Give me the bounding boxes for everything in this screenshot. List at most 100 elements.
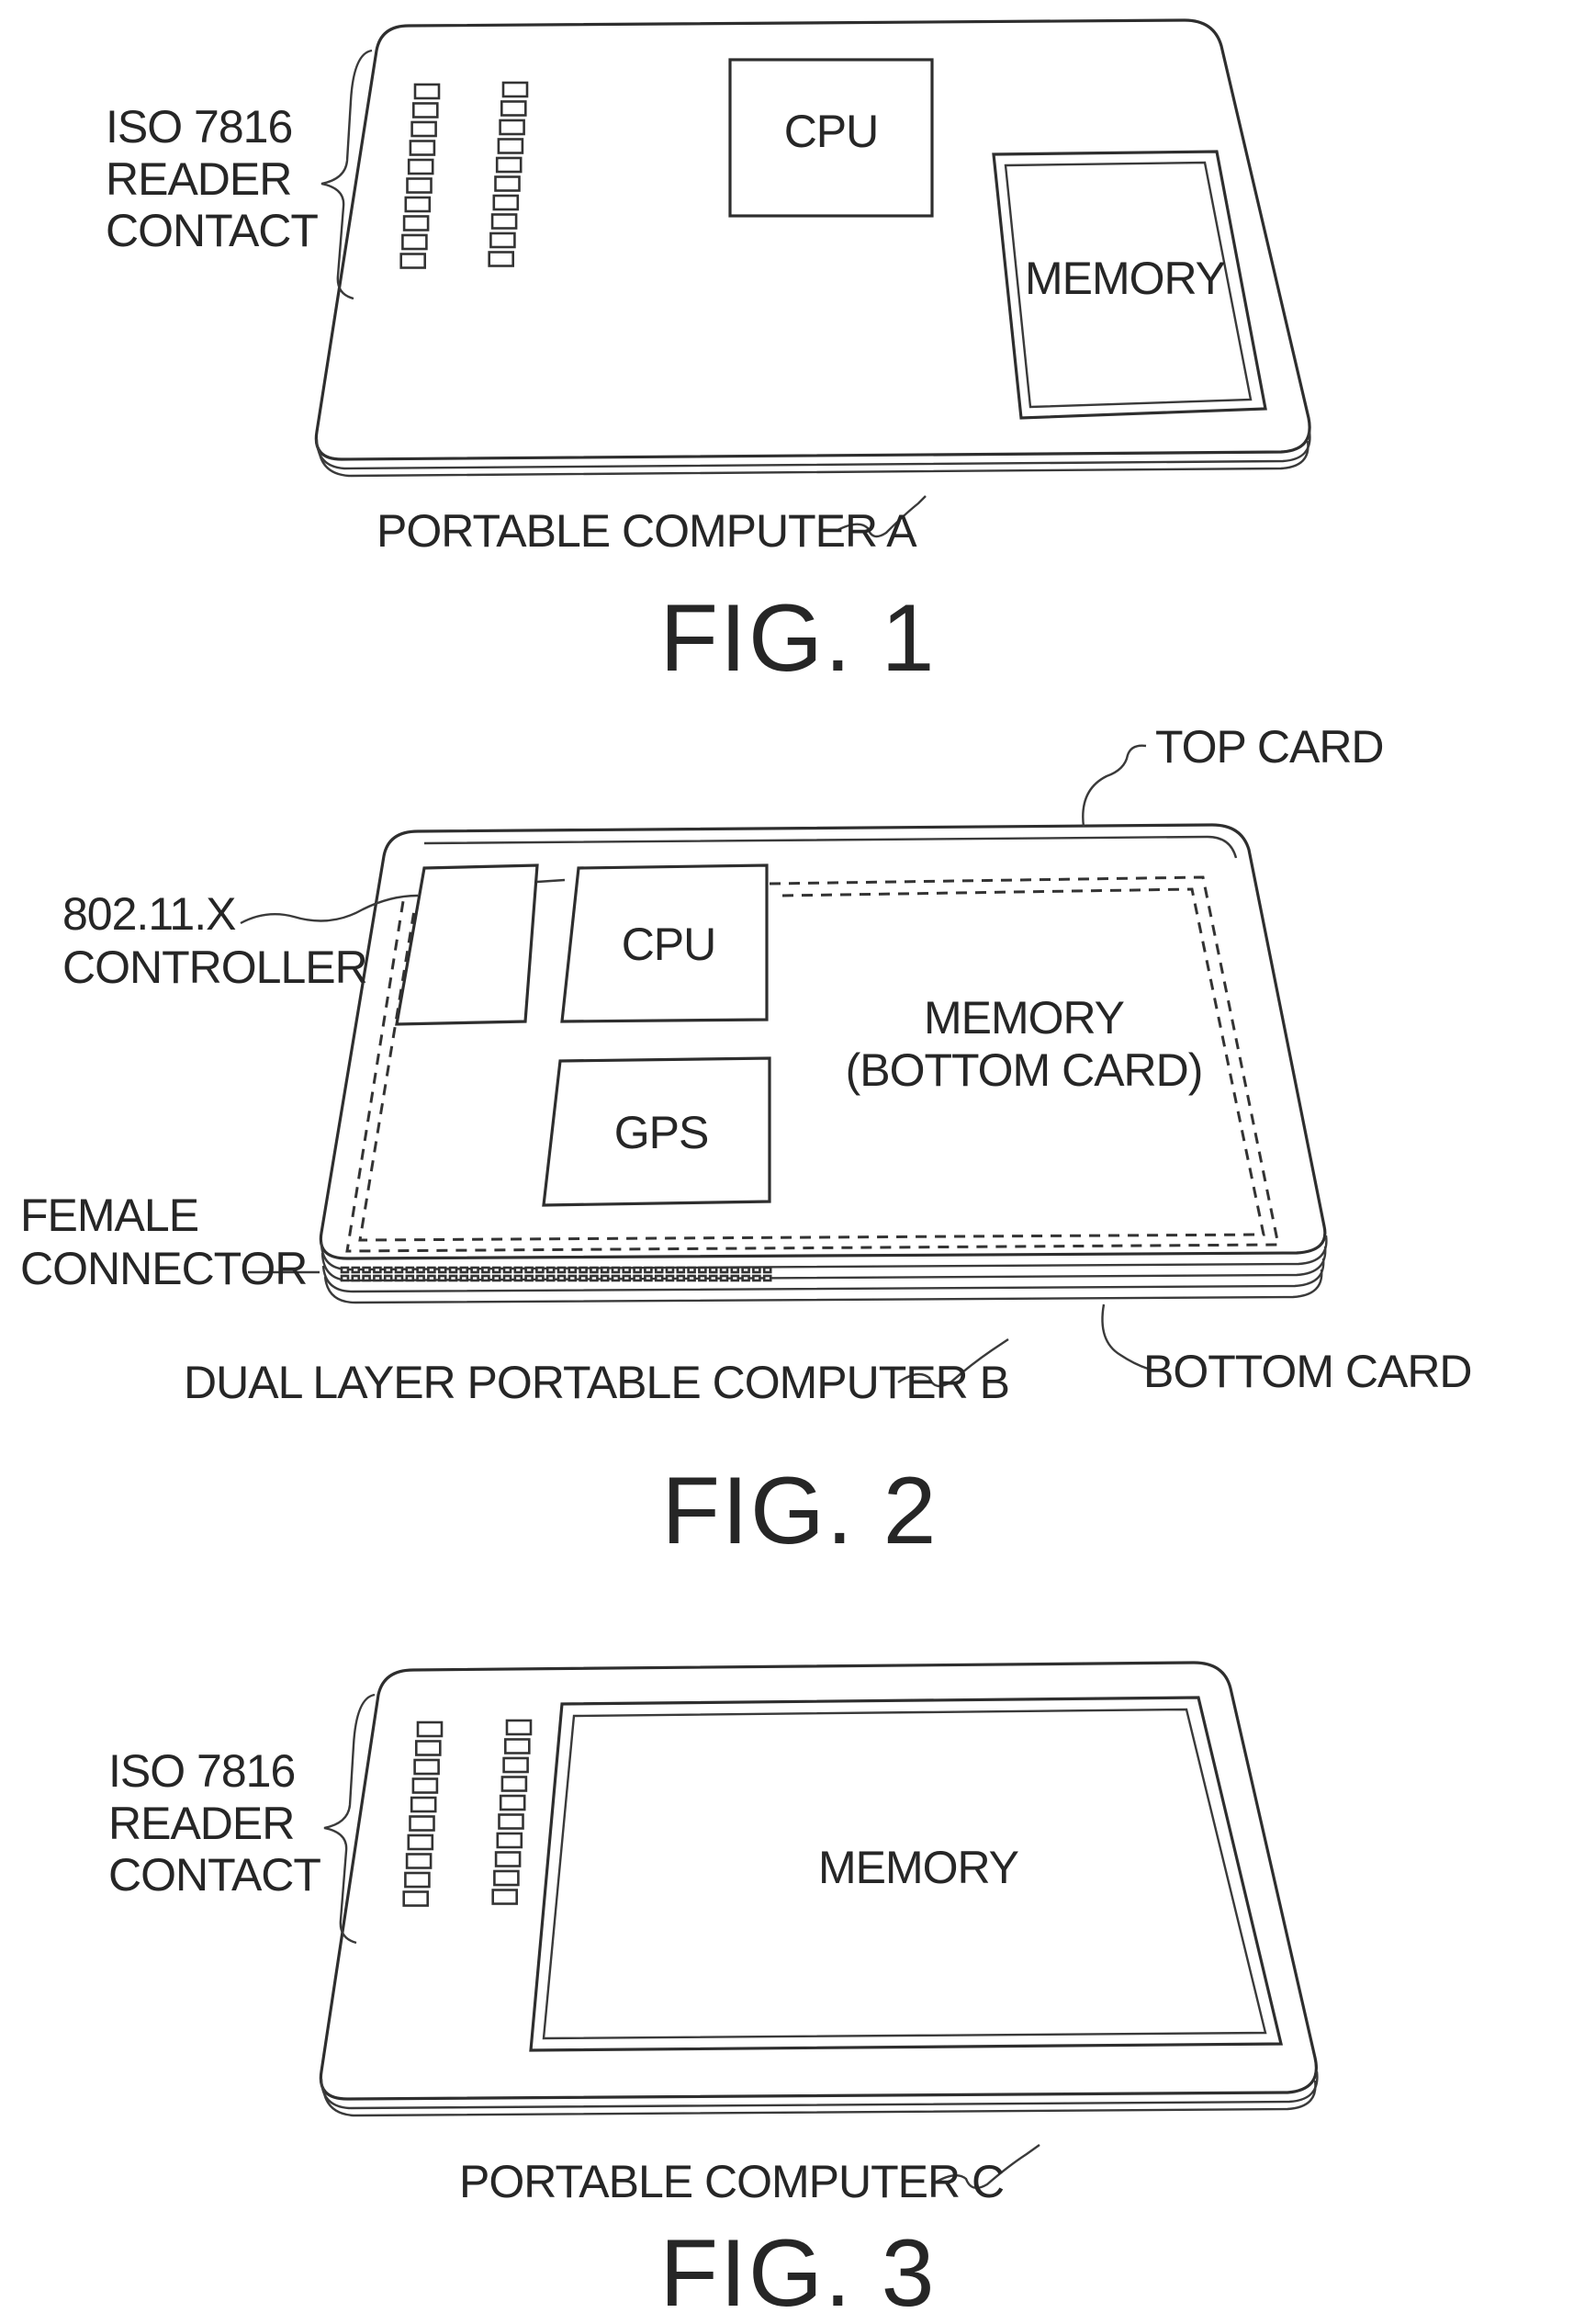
contact-pad	[412, 122, 436, 136]
memory-chip: MEMORY	[994, 152, 1265, 418]
contact-pads-right	[493, 1720, 531, 1904]
connector-pin	[645, 1268, 651, 1272]
connector-pin	[656, 1276, 662, 1280]
connector-pin	[699, 1268, 705, 1272]
top-card-label: TOP CARD	[1155, 721, 1384, 773]
connector-pin	[439, 1276, 445, 1280]
device-label: PORTABLE COMPUTER A	[377, 505, 917, 557]
connector-pin	[547, 1268, 554, 1272]
connector-pin	[450, 1276, 456, 1280]
connector-pin	[396, 1268, 402, 1272]
contact-pad	[402, 235, 426, 249]
connector-label-line-1: FEMALE	[20, 1190, 198, 1241]
contact-pad	[410, 1817, 434, 1831]
contact-pad	[503, 83, 527, 96]
connector-pin	[635, 1268, 641, 1272]
connector-pin	[504, 1276, 511, 1280]
connector-pin	[461, 1276, 467, 1280]
connector-pin	[580, 1268, 587, 1272]
contact-brace	[324, 1695, 375, 1943]
connector-pin	[547, 1276, 554, 1280]
memory-chip: MEMORY	[531, 1698, 1281, 2050]
connector-pin	[601, 1268, 608, 1272]
connector-pin	[710, 1268, 716, 1272]
contact-label-line-3: CONTACT	[106, 205, 318, 256]
contact-pad	[502, 1777, 526, 1791]
connector-pin	[374, 1276, 380, 1280]
contact-pad	[493, 1890, 517, 1904]
connector-pin	[590, 1276, 597, 1280]
contact-pad	[409, 160, 433, 174]
connector-pin	[385, 1268, 391, 1272]
connector-pin	[624, 1276, 630, 1280]
controller-label-line-2: CONTROLLER	[62, 942, 367, 993]
connector-pin	[353, 1268, 359, 1272]
connector-pin	[721, 1276, 727, 1280]
contact-pad	[496, 1853, 520, 1867]
connector-pin	[569, 1276, 576, 1280]
connector-pin	[613, 1276, 619, 1280]
connector-pin	[580, 1276, 587, 1280]
connector-pin	[590, 1268, 597, 1272]
connector-pin	[418, 1268, 424, 1272]
cpu-label: CPU	[622, 919, 716, 970]
contact-pad	[489, 253, 513, 266]
contact-pad	[409, 1835, 433, 1849]
figure-1: CPU MEMORY ISO 7816 READER CONTACT PORTA…	[106, 20, 1309, 692]
controller-leader	[241, 896, 418, 923]
controller-chip	[397, 865, 565, 1024]
card-a	[316, 20, 1309, 476]
contact-pad	[504, 1758, 528, 1772]
figure-caption: FIG. 2	[662, 1458, 938, 1564]
connector-pin	[385, 1276, 391, 1280]
memory-label: MEMORY	[818, 1842, 1019, 1893]
connector-pin	[536, 1276, 543, 1280]
connector-pin	[753, 1268, 759, 1272]
contact-pad	[413, 1779, 437, 1793]
connector-pin	[439, 1268, 445, 1272]
contact-pad	[501, 102, 525, 116]
connector-pin	[732, 1268, 738, 1272]
contact-pad	[406, 197, 430, 211]
connector-pin	[428, 1276, 434, 1280]
cpu-label: CPU	[784, 106, 879, 157]
connector-pin	[536, 1268, 543, 1272]
connector-pin	[493, 1276, 500, 1280]
contact-pad	[415, 1760, 439, 1774]
figure-3: MEMORY ISO 7816 READER CONTACT PORTABLE …	[108, 1663, 1317, 2324]
contact-pad	[415, 85, 439, 98]
bottom-card-leader	[1102, 1304, 1148, 1369]
contact-label-line-1: ISO 7816	[108, 1745, 295, 1797]
connector-pin	[689, 1276, 695, 1280]
contact-pad	[413, 104, 437, 118]
contact-pad	[405, 1873, 429, 1887]
connector-pin	[764, 1276, 770, 1280]
contact-pad	[404, 1892, 428, 1906]
contact-pads-left	[401, 85, 439, 268]
contact-label-line-3: CONTACT	[108, 1849, 320, 1901]
contact-pads-right	[489, 83, 527, 266]
connector-pin	[482, 1268, 489, 1272]
connector-pin	[374, 1268, 380, 1272]
contact-label-line-2: READER	[108, 1798, 294, 1849]
connector-pin	[526, 1276, 533, 1280]
device-label: PORTABLE COMPUTER C	[459, 2156, 1004, 2207]
connector-pin	[450, 1268, 456, 1272]
cpu-chip: CPU	[562, 865, 767, 1021]
contact-pad	[418, 1722, 442, 1736]
connector-pin	[407, 1276, 413, 1280]
memory-label: MEMORY	[1025, 253, 1226, 304]
contact-pad	[404, 217, 428, 231]
figure-caption: FIG. 1	[660, 585, 937, 692]
connector-pin	[601, 1276, 608, 1280]
memory-label-line-2: (BOTTOM CARD)	[846, 1044, 1203, 1096]
figure-caption: FIG. 3	[660, 2220, 937, 2324]
connector-pin	[667, 1268, 673, 1272]
connector-pin	[558, 1276, 565, 1280]
contact-pad	[500, 1796, 524, 1810]
connector-pin	[635, 1276, 641, 1280]
contact-brace	[321, 51, 372, 299]
connector-pin	[656, 1268, 662, 1272]
connector-pin	[504, 1268, 511, 1272]
